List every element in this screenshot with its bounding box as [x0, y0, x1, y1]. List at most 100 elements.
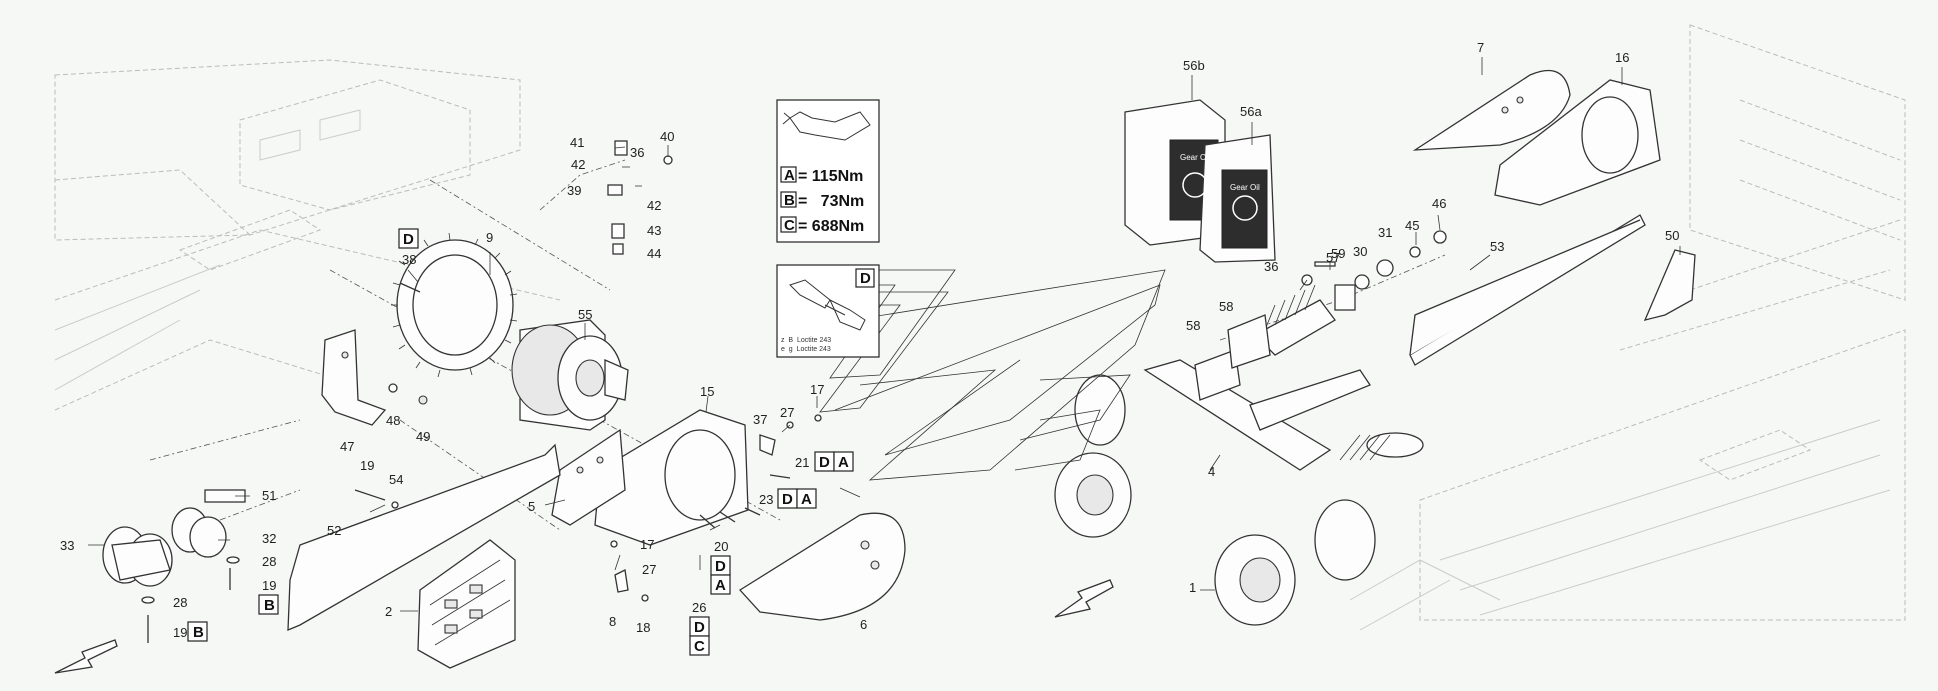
ref-box-c: C	[689, 635, 710, 656]
callout-17: 17	[810, 382, 824, 397]
svg-text:D: D	[782, 491, 793, 508]
callout-8: 8	[609, 614, 616, 629]
callout-42: 42	[571, 157, 585, 172]
oil-label: Gear Oil	[1180, 153, 1210, 162]
callout-20: 20	[714, 539, 728, 554]
glue-bottle-hand-icon	[789, 279, 866, 331]
callout-44: 44	[647, 246, 661, 261]
svg-text:A: A	[784, 167, 795, 184]
reference-letter-boxes: D D A D A B B D	[187, 228, 854, 656]
svg-text:D: D	[860, 270, 871, 287]
callout-1: 1	[1189, 580, 1196, 595]
svg-text:A: A	[801, 491, 812, 508]
svg-text:= 73Nm: = 73Nm	[798, 193, 864, 210]
callout-32: 32	[262, 531, 276, 546]
tension-spring-part	[1253, 284, 1356, 356]
ref-box-a: A	[710, 574, 731, 595]
callout-19: 19	[262, 578, 276, 593]
cover-plate-part	[551, 428, 626, 526]
torque-row-b: B = 73Nm	[780, 191, 864, 210]
callout-9: 9	[486, 230, 493, 245]
flange-plate-part	[1494, 79, 1661, 206]
idler-wheel-part	[1214, 534, 1296, 626]
clip-bracket-part	[1643, 249, 1696, 321]
callout-45: 45	[1405, 218, 1419, 233]
track-guard-part	[287, 443, 561, 631]
callout-4: 4	[1208, 464, 1215, 479]
ref-box-a: A	[833, 451, 854, 472]
callout-48: 48	[386, 413, 400, 428]
callout-54: 54	[389, 472, 403, 487]
ref-box-d: D	[814, 451, 835, 472]
callout-5: 5	[528, 499, 535, 514]
callout-7: 7	[1477, 40, 1484, 55]
callout-52: 52	[327, 523, 341, 538]
callout-27: 27	[642, 562, 656, 577]
svg-text:D: D	[819, 454, 830, 471]
svg-text:B: B	[784, 192, 795, 209]
callout-30: 30	[1353, 244, 1367, 259]
ref-box-d: D	[689, 616, 710, 637]
callout-28: 28	[173, 595, 187, 610]
callout-58: 58	[1186, 318, 1200, 333]
callout-23: 23	[759, 492, 773, 507]
svg-text:D: D	[715, 558, 726, 575]
callout-27: 27	[780, 405, 794, 420]
svg-text:= 688Nm: = 688Nm	[798, 218, 864, 235]
callout-19: 19	[360, 458, 374, 473]
callout-15: 15	[700, 384, 714, 399]
callout-numbers: 9 38 55 41 40 42 36 39 42 43 44 47 48 49…	[60, 40, 1679, 640]
direction-arrow-icon	[54, 639, 118, 674]
svg-text:D: D	[694, 619, 705, 636]
callout-2: 2	[385, 604, 392, 619]
callout-41: 41	[570, 135, 584, 150]
callout-56a: 56a	[1240, 104, 1262, 119]
svg-text:e g Loctite 243: e g Loctite 243	[781, 346, 831, 353]
bottom-rollers-part	[102, 489, 246, 587]
background-frame-outline	[54, 24, 1906, 631]
callout-40: 40	[660, 129, 674, 144]
motor-flange-plate-part	[594, 409, 749, 546]
callout-56b: 56b	[1183, 58, 1205, 73]
oil-label: Gear Oil	[1230, 183, 1260, 192]
callout-55: 55	[578, 307, 592, 322]
callout-28: 28	[262, 554, 276, 569]
svg-text:D: D	[403, 231, 414, 248]
callout-50: 50	[1665, 228, 1679, 243]
callout-42: 42	[647, 198, 661, 213]
svg-text:A: A	[838, 454, 849, 471]
torque-row-c: C = 688Nm	[780, 216, 864, 235]
callout-53: 53	[1490, 239, 1504, 254]
callout-16: 16	[1615, 50, 1629, 65]
torque-spec-panel: A = 115Nm B = 73Nm C = 688Nm	[776, 99, 880, 243]
drive-motor-part	[511, 319, 629, 431]
bracket-part	[321, 329, 387, 426]
callout-51: 51	[262, 488, 276, 503]
callout-leader-lines	[88, 57, 1681, 612]
small-hardware-parts	[141, 140, 1447, 643]
callout-36: 36	[1264, 259, 1278, 274]
idler-wheel-secondary-part	[1054, 452, 1132, 538]
gear-oil-canisters-part	[1124, 99, 1276, 263]
callout-58: 58	[1219, 299, 1233, 314]
callout-37: 37	[753, 412, 767, 427]
callout-46: 46	[1432, 196, 1446, 211]
svg-text:z B Loctite 243: z B Loctite 243	[781, 337, 831, 344]
svg-text:= 115Nm: = 115Nm	[798, 168, 863, 185]
ref-box-d: D	[710, 555, 731, 576]
svg-text:B: B	[193, 624, 204, 641]
callout-47: 47	[340, 439, 354, 454]
callout-31: 31	[1378, 225, 1392, 240]
ref-box-d: D	[777, 488, 798, 509]
ref-box-b: B	[187, 621, 208, 642]
callout-19: 19	[173, 625, 187, 640]
ref-box-d: D	[398, 228, 419, 249]
callout-38: 38	[402, 252, 416, 267]
sprocket-cover-part	[738, 512, 906, 621]
ref-box-a: A	[796, 488, 817, 509]
callout-36: 36	[630, 145, 644, 160]
direction-arrow-icon	[1054, 579, 1114, 618]
callout-49: 49	[416, 429, 430, 444]
callout-17: 17	[640, 537, 654, 552]
